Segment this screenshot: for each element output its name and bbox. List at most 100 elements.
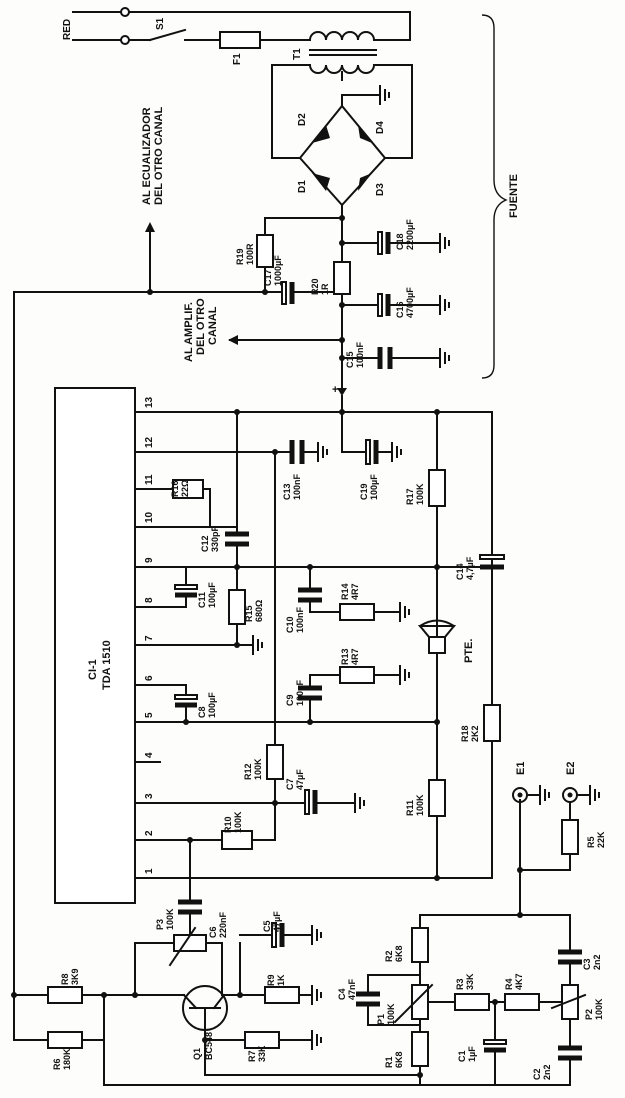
input-jack-e1-pin bbox=[517, 792, 523, 798]
fuse-f1 bbox=[219, 31, 261, 49]
resistor-r17 bbox=[428, 469, 446, 507]
c11-ref: C11 bbox=[197, 592, 207, 608]
resistor-r8 bbox=[47, 986, 83, 1004]
junction bbox=[517, 867, 523, 873]
c10-ref: C10 bbox=[285, 616, 295, 633]
r16-value: 22Ω bbox=[180, 480, 190, 497]
junction bbox=[237, 992, 243, 998]
junction bbox=[234, 642, 240, 648]
r3-value: 33K bbox=[465, 973, 475, 990]
resistor-r1 bbox=[411, 1031, 429, 1067]
ic-pin-7-label: 7 bbox=[144, 635, 155, 641]
junction bbox=[202, 1037, 208, 1043]
ic-pin-4-label: 4 bbox=[144, 752, 155, 758]
c2-ref: C2 bbox=[532, 1068, 542, 1080]
ground-symbol bbox=[439, 233, 450, 253]
resistor-r2 bbox=[411, 927, 429, 963]
r15-value: 680Ω bbox=[254, 600, 264, 622]
r6-ref: R6 bbox=[52, 1058, 62, 1070]
d2-label: D2 bbox=[297, 113, 308, 126]
junction bbox=[417, 1072, 423, 1078]
c4-value: 47nF bbox=[347, 978, 357, 1000]
r18-value: 2K2 bbox=[470, 725, 480, 742]
capacitor-c14-plate bbox=[479, 554, 505, 560]
ecualizador-label-1: AL ECUALIZADOR bbox=[141, 107, 153, 205]
r12-ref: R12 bbox=[243, 763, 253, 780]
resistor-r3 bbox=[454, 993, 490, 1011]
speaker-icon bbox=[417, 619, 457, 654]
capacitor-c7-plate bbox=[304, 789, 310, 815]
p2-value: 100K bbox=[594, 998, 604, 1020]
c1-value: 1µF bbox=[467, 1046, 477, 1062]
switch-s1 bbox=[148, 28, 187, 42]
f1-label: F1 bbox=[232, 53, 243, 65]
c1-ref: C1 bbox=[457, 1050, 467, 1062]
c6-value: 220nF bbox=[218, 911, 228, 938]
resistor-r6 bbox=[47, 1031, 83, 1049]
ic-pin-10-label: 10 bbox=[144, 511, 155, 523]
r16-ref: R16 bbox=[170, 480, 180, 497]
ground-symbol bbox=[252, 635, 263, 655]
ic-pin-12-label: 12 bbox=[144, 436, 155, 448]
d1-label: D1 bbox=[297, 180, 308, 193]
capacitor-c5-plate bbox=[271, 922, 277, 948]
c19-value: 100µF bbox=[369, 474, 379, 500]
r2-ref: R2 bbox=[384, 950, 394, 962]
junction bbox=[11, 992, 17, 998]
r4-ref: R4 bbox=[504, 978, 514, 990]
speaker-label: PTE. bbox=[463, 639, 475, 663]
r13-ref: R13 bbox=[340, 648, 350, 665]
c11-value: 100µF bbox=[207, 582, 217, 608]
ecualizador-arrow bbox=[145, 222, 155, 232]
resistor-r20 bbox=[333, 261, 351, 295]
ic-pin-1-label: 1 bbox=[144, 868, 155, 874]
c19-ref: C19 bbox=[359, 483, 369, 500]
ground-symbol bbox=[311, 1030, 322, 1050]
resistor-r5 bbox=[561, 819, 579, 855]
resistor-r4 bbox=[504, 993, 540, 1011]
c13-value: 100nF bbox=[292, 473, 302, 500]
c13-ref: C13 bbox=[282, 483, 292, 500]
ground-symbol bbox=[439, 348, 450, 368]
amplif-label-1: AL AMPLIF. bbox=[183, 302, 195, 362]
r15-ref: R15 bbox=[244, 605, 254, 622]
resistor-r12 bbox=[266, 744, 284, 780]
resistor-r11 bbox=[428, 779, 446, 817]
r1-ref: R1 bbox=[384, 1056, 394, 1068]
potentiometer-p3 bbox=[173, 934, 207, 952]
ground-symbol bbox=[354, 793, 365, 813]
r20-value: 1R bbox=[320, 283, 330, 295]
amplif-label-3: CANAL bbox=[207, 306, 219, 345]
c16-ref: C16 bbox=[395, 301, 405, 318]
c12-ref: C12 bbox=[200, 535, 210, 552]
resistor-r9 bbox=[264, 986, 300, 1004]
c5-value: 47µF bbox=[272, 911, 282, 932]
ground-symbol bbox=[399, 602, 410, 622]
capacitor-c8-plate bbox=[174, 694, 198, 700]
r9-value: 1K bbox=[276, 974, 286, 986]
r4-value: 4K7 bbox=[514, 973, 524, 990]
r3-ref: R3 bbox=[455, 978, 465, 990]
ic-pin-5-label: 5 bbox=[144, 712, 155, 718]
capacitor-c18-plate bbox=[377, 231, 383, 255]
potentiometer-p2 bbox=[561, 984, 579, 1020]
capacitor-c16-plate bbox=[377, 293, 383, 317]
r5-value: 22K bbox=[596, 831, 606, 848]
ground-symbol bbox=[311, 925, 322, 945]
c4-ref: C4 bbox=[337, 988, 347, 1000]
r10-ref: R10 bbox=[223, 816, 233, 833]
capacitor-c11-plate bbox=[174, 584, 198, 590]
capacitor-c1-plate bbox=[483, 1039, 507, 1045]
mains-terminal-2 bbox=[120, 35, 130, 45]
p2-wiper bbox=[550, 993, 587, 1010]
d4-label: D4 bbox=[375, 121, 386, 134]
junction bbox=[517, 912, 523, 918]
r8-ref: R8 bbox=[60, 973, 70, 985]
r2-value: 6K8 bbox=[394, 945, 404, 962]
input-jack-e2-pin bbox=[567, 792, 573, 798]
resistor-r15 bbox=[228, 589, 246, 625]
transistor-q1 bbox=[182, 985, 228, 1031]
ic-pin-9-label: 9 bbox=[144, 557, 155, 563]
ic-part: TDA 1510 bbox=[101, 640, 113, 690]
